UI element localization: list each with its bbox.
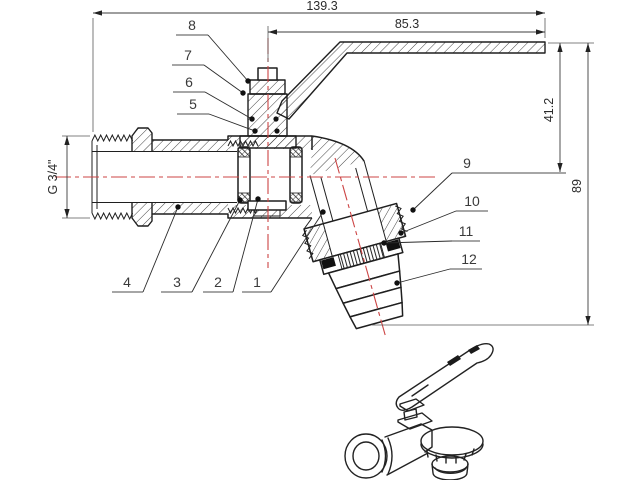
- callout-7-label: 7: [184, 47, 192, 63]
- callout-3: 3: [161, 197, 243, 293]
- seal-dot: [273, 116, 279, 122]
- callout-3-label: 3: [173, 274, 181, 290]
- callout-8-label: 8: [188, 17, 196, 33]
- hose-barbs: [327, 253, 404, 330]
- dim-total-height: 89: [372, 42, 594, 326]
- dim-handle-height: 41.2: [542, 43, 563, 172]
- callout-6-label: 6: [185, 74, 193, 90]
- callout-12-label: 12: [461, 251, 477, 267]
- callout-9: 9: [410, 155, 566, 213]
- callout-10: 10: [398, 193, 488, 236]
- spout-assembly: [301, 160, 408, 330]
- isometric-view: [344, 342, 494, 480]
- body-pipe: [152, 139, 228, 215]
- iso-stem: [397, 398, 433, 430]
- callout-4: 4: [112, 204, 181, 293]
- lever-handle: [276, 41, 546, 120]
- callout-1: 1: [242, 209, 326, 293]
- spout-neck: [309, 160, 378, 224]
- elbow: [303, 135, 365, 230]
- iso-handle-slot: [447, 355, 461, 366]
- callout-12: 12: [394, 251, 482, 286]
- iso-handle: [395, 342, 494, 411]
- inlet-bore-lines: [92, 151, 237, 203]
- dim-inlet-thread-label: G 3/4": [46, 159, 60, 194]
- centerlines: [55, 38, 437, 339]
- iso-outlet: [420, 426, 484, 480]
- callout-7: 7: [172, 47, 246, 96]
- callout-11: 11: [381, 223, 480, 246]
- o-ring-left: [321, 257, 336, 270]
- iso-handle-slot: [468, 345, 480, 354]
- section-view: [55, 38, 546, 339]
- callout-4-label: 4: [123, 274, 131, 290]
- callout-5-label: 5: [189, 96, 197, 112]
- dim-handle-length: 85.3: [267, 17, 545, 62]
- dim-total-length: 139.3: [92, 0, 546, 132]
- callout-2-label: 2: [214, 274, 222, 290]
- callout-8: 8: [176, 17, 251, 84]
- callout-5: 5: [177, 96, 258, 134]
- dim-handle-length-label: 85.3: [395, 17, 419, 31]
- iso-body: [344, 423, 433, 479]
- dim-handle-height-label: 41.2: [542, 98, 556, 122]
- callout-6: 6: [173, 74, 255, 122]
- callout-11-label: 11: [459, 223, 474, 239]
- callout-1-label: 1: [253, 274, 261, 290]
- dim-inlet-thread: G 3/4": [46, 135, 90, 219]
- callout-10-label: 10: [464, 193, 480, 209]
- dim-total-length-label: 139.3: [306, 0, 337, 13]
- callout-9-label: 9: [463, 155, 471, 171]
- callouts: 8 7 6 5 4 3 2: [112, 17, 566, 293]
- centerline-spout: [334, 157, 387, 339]
- dim-total-height-label: 89: [570, 179, 584, 193]
- dimensions: 139.3 85.3 41.2 89 G 3/4": [46, 0, 594, 326]
- ball-seats: [237, 146, 303, 204]
- seal-dot: [274, 128, 280, 134]
- callout-2: 2: [203, 196, 261, 293]
